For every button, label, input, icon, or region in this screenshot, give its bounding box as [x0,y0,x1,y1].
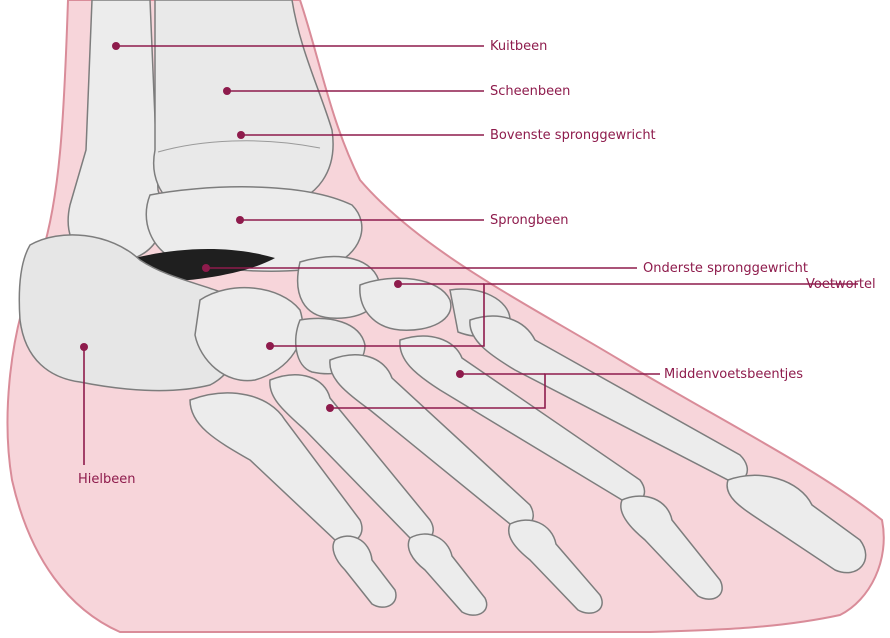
label-onderste-spronggewricht: Onderste spronggewricht [643,261,808,277]
label-voetwortel: Voetwortel [806,277,876,293]
dot-onderste-spronggewricht [202,264,210,272]
label-kuitbeen: Kuitbeen [490,39,547,55]
dot-bovenste-spronggewricht [237,131,245,139]
label-scheenbeen: Scheenbeen [490,84,570,100]
dot-voetwortel [394,280,402,288]
label-sprongbeen: Sprongbeen [490,213,569,229]
label-middenvoetsbeentjes: Middenvoetsbeentjes [664,367,803,383]
label-bovenste-spronggewricht: Bovenste spronggewricht [490,128,656,144]
dot-scheenbeen [223,87,231,95]
dot-sprongbeen [236,216,244,224]
dot-middenvoetsbeentjes [456,370,464,378]
dot-voetwortel-2 [266,342,274,350]
dot-kuitbeen [112,42,120,50]
dot-middenvoetsbeentjes-2 [326,404,334,412]
dot-hielbeen [80,343,88,351]
label-hielbeen: Hielbeen [78,472,135,488]
